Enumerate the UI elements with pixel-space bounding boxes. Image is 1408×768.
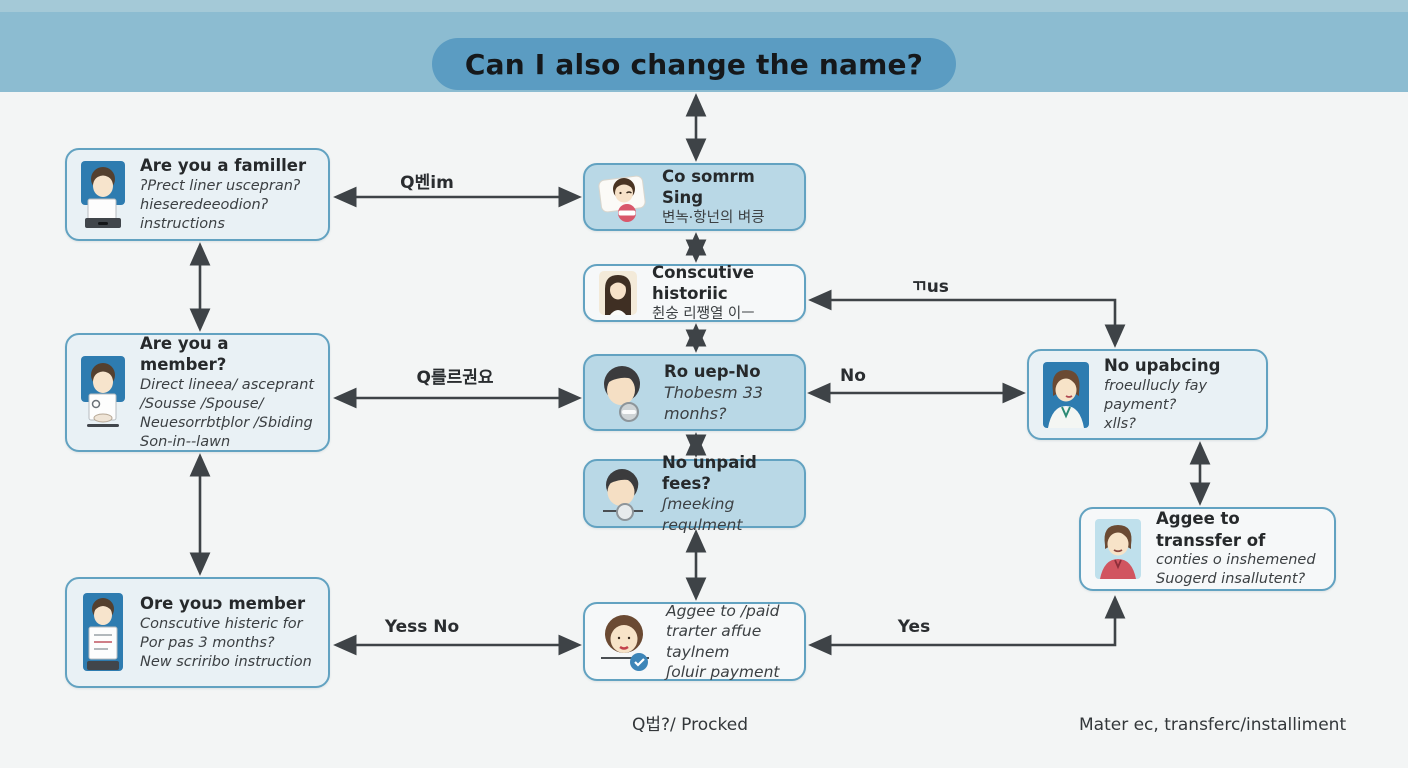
node-line: hieseredeeodionʔ xyxy=(140,196,269,213)
person-white-shirt-avatar-icon xyxy=(1041,360,1091,430)
node-conscutive-historic: Conscutive historiic 췬숭 리쨍열 이ㅡ xyxy=(583,263,806,322)
footer-caption-procked: Q법?/ Procked xyxy=(632,715,748,735)
node-line: ʔΡrect liner uscepranʔ xyxy=(140,177,301,194)
node-line: 췬숭 리쨍열 이ㅡ xyxy=(652,305,755,322)
node-line: Thobesm 33 monhs? xyxy=(664,383,764,424)
footer-caption-transfer-installment: Mater ec, transferc/installiment xyxy=(1079,715,1347,735)
node-are-you-a-familler: Are you a familler ʔΡrect liner uscepran… xyxy=(65,148,330,241)
node-line: ʃmeeking requlment xyxy=(662,495,743,534)
edge-label-row3: Yess No xyxy=(384,617,460,637)
node-line: New scriribo instruction xyxy=(140,653,312,670)
node-co-somrm-sing: Co somrm Sing 변녹·항넌의 벼킁 xyxy=(583,163,806,231)
title-pill: Can I also change the name? xyxy=(432,38,956,90)
edge-label-tus: ㄲus xyxy=(911,277,949,297)
header-top-strip xyxy=(0,0,1408,12)
node-title: Are you a member? xyxy=(140,333,229,375)
man-red-shirt-avatar-icon xyxy=(1093,517,1143,581)
node-line: Neuesorrbtþlor /Sbiding xyxy=(140,414,313,431)
edge-label-yes: Yes xyxy=(897,617,931,637)
node-line: instructions xyxy=(140,215,225,232)
node-line: trarter affue taylnem xyxy=(666,622,762,661)
person-with-document-avatar-icon xyxy=(79,159,127,231)
edge-label-row2: Q를르권요 xyxy=(416,368,494,388)
node-line: froeullucly fay payment? xyxy=(1104,377,1208,413)
woman-with-stamp-avatar-icon xyxy=(597,170,649,224)
node-title: Co somrm Sing xyxy=(662,167,755,208)
node-line: Son-in--lawn xyxy=(140,434,231,451)
node-title: Aggee to transsfer of xyxy=(1156,509,1266,550)
node-title: Conscutive historiic xyxy=(652,263,755,304)
node-title: No upabcing xyxy=(1104,356,1221,376)
node-line: 변녹·항넌의 벼킁 xyxy=(662,209,765,226)
woman-with-approve-badge-avatar-icon xyxy=(597,610,653,674)
node-line: conties o inshemened xyxy=(1156,552,1316,569)
node-line: Conscutive histeric for xyxy=(140,615,303,632)
node-title: Ro uep-No xyxy=(664,361,761,381)
node-no-unpaid-fees: No unpaid fees? ʃmeeking requlment xyxy=(583,453,806,534)
arrow-yes-elbow xyxy=(808,595,1126,656)
node-line: Suogerd insallutent? xyxy=(1156,571,1306,588)
long-hair-woman-avatar-icon xyxy=(597,269,639,317)
person-with-form-avatar-icon xyxy=(79,354,127,432)
node-line: /Sousse /Spouse/ xyxy=(140,395,264,412)
node-line: xlls? xyxy=(1104,415,1136,432)
node-no-upabcing: No upabcing froeullucly fay payment? xll… xyxy=(1027,349,1268,440)
man-with-no-sign-avatar-icon xyxy=(597,465,649,523)
page-title: Can I also change the name? xyxy=(464,47,924,81)
person-with-certificate-avatar-icon xyxy=(79,591,127,675)
edge-label-row1: Q벤im xyxy=(400,173,454,193)
edge-label-no: No xyxy=(840,366,866,386)
node-aggee-to-transfer: Aggee to transsfer of conties o inshemen… xyxy=(1079,507,1336,591)
node-line: Direct lineea/ asceprant xyxy=(140,376,315,393)
node-are-you-a-member: Are you a member? Direct lineea/ ascepra… xyxy=(65,333,330,452)
man-with-no-sign-avatar-icon xyxy=(597,362,651,424)
node-title: Are you a familler xyxy=(140,156,307,176)
node-ro-uep-no: Ro uep-No Thobesm 33 monhs? xyxy=(583,354,806,431)
node-line: Aggee to /paid xyxy=(666,601,780,620)
node-title: No unpaid fees? xyxy=(662,452,757,494)
arrow-tus-elbow xyxy=(808,289,1126,348)
node-title: Ore youɔ member xyxy=(140,594,306,614)
node-ore-you-member: Ore youɔ member Conscutive histeric for … xyxy=(65,577,330,688)
node-aggee-to-paid: Aggee to /paid trarter affue taylnem ʃol… xyxy=(583,602,806,681)
node-line: ʃoluir payment xyxy=(666,662,780,681)
node-line: Por pas 3 months? xyxy=(140,634,275,651)
